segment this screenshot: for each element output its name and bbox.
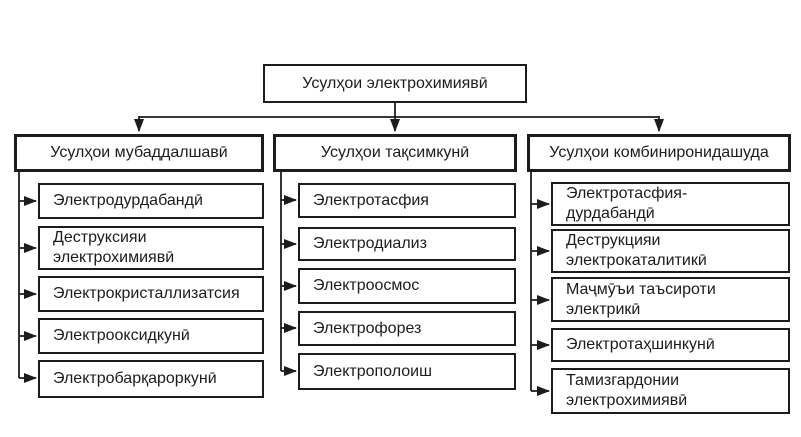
node-column-2-item-4: Электрофорез <box>298 311 516 346</box>
node-column-3-item-3: Маҷмӯъи таъсироти электрикӣ <box>551 277 790 322</box>
node-column-3-item-2: Деструкцияи электрокаталитикӣ <box>551 229 790 273</box>
node-column-1-item-2: Деструксияи электрохимиявӣ <box>38 226 264 270</box>
node-column-3-item-1: Электротасфия- дурдабандӣ <box>551 182 790 226</box>
node-column-1-item-4: Электрооксидкунӣ <box>38 318 264 354</box>
node-column-2-item-2: Электродиализ <box>298 227 516 261</box>
node-column-2-item-1: Электротасфия <box>298 183 516 218</box>
node-column-1-item-3: Электрокристаллизатсия <box>38 276 264 312</box>
node-column-3-item-5: Тамизгардонии электрохимиявӣ <box>551 368 790 414</box>
node-column-2-item-3: Электроосмос <box>298 268 516 304</box>
node-column-1-header: Усулҳои мубаддалшавӣ <box>14 134 264 172</box>
node-column-2-item-5: Электрополоиш <box>298 353 516 390</box>
node-column-3-item-4: Электротаҳшинкунӣ <box>551 328 790 362</box>
node-column-2-header: Усулҳои тақсимкунӣ <box>273 134 517 172</box>
node-column-1-item-5: Электробарқароркунӣ <box>38 360 264 398</box>
node-root: Усулҳои электрохимиявӣ <box>263 64 527 103</box>
node-column-1-item-1: Электродурдабандӣ <box>38 183 264 219</box>
node-column-3-header: Усулҳои комбиниронидашуда <box>527 134 791 172</box>
